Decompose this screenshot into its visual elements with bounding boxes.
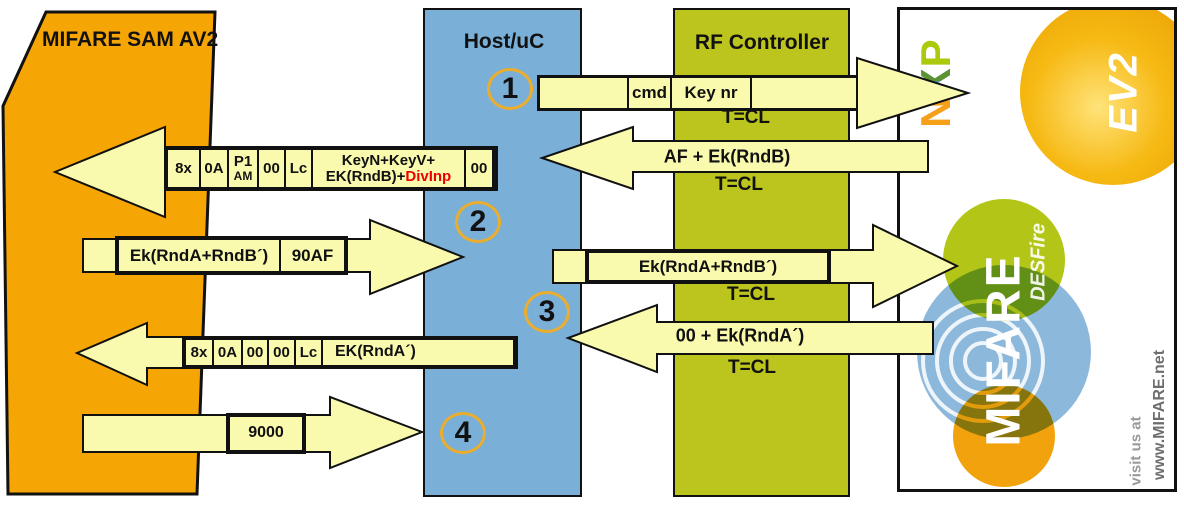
- logo-green-circle: [943, 199, 1065, 321]
- host-title: Host/uC: [463, 30, 545, 53]
- apdu-ins: 0A: [212, 340, 241, 365]
- msg-sam-to-host-ok-frame: 9000: [226, 413, 306, 454]
- frame-cell-cmd: cmd: [627, 76, 672, 110]
- apdu-data: EK(RndA´): [321, 340, 513, 365]
- protocol-label: T=CL: [726, 284, 776, 305]
- msg-host-to-sam-auth-apdu: 8x 0A P1 AM 00 Lc KeyN+KeyV+ EK(RndB)+Di…: [164, 146, 496, 191]
- step-badge-1: 1: [487, 68, 533, 110]
- apdu-le: 00: [464, 150, 492, 187]
- logo-orange-circle: [953, 385, 1055, 487]
- protocol-label: T=CL: [727, 357, 777, 378]
- rf-title: RF Controller: [694, 31, 830, 54]
- nxp-letter-p: P: [912, 38, 959, 68]
- ev2-globe: [1020, 10, 1174, 185]
- msg-rf-to-host-rnda-label: 00 + Ek(RndA´): [675, 325, 805, 346]
- frame-cell-empty: [750, 76, 858, 110]
- step-badge-2: 2: [455, 201, 501, 243]
- frame-cell-keynr: Key nr: [670, 76, 752, 110]
- status-word: 9000: [230, 417, 302, 450]
- apdu-ins: 0A: [199, 150, 227, 187]
- ev2-label: EV2: [1101, 51, 1146, 133]
- msg-rf-to-host-afrndb-label: AF + Ek(RndB): [663, 146, 791, 167]
- msg-host-to-rf-part2-frame: Ek(RndA+RndB´): [585, 249, 831, 284]
- step-badge-3: 3: [524, 291, 570, 333]
- divinp-highlight: DivInp: [405, 167, 452, 185]
- protocol-label: T=CL: [714, 174, 764, 195]
- apdu-p1: 00: [241, 340, 267, 365]
- apdu-p1: P1 AM: [227, 150, 257, 187]
- apdu-data: KeyN+KeyV+ EK(RndB)+DivInp: [311, 150, 464, 187]
- apdu-cla: 8x: [186, 340, 212, 365]
- response-payload: Ek(RndA+RndB´): [119, 240, 279, 271]
- apdu-lc: Lc: [284, 150, 311, 187]
- visit-us-label: visit us at: [1127, 416, 1145, 486]
- response-status: 90AF: [279, 240, 344, 271]
- apdu-p2: 00: [257, 150, 284, 187]
- nxp-letter-n: N: [912, 96, 959, 128]
- msg-host-to-sam-verify-apdu: 8x 0A 00 00 Lc EK(RndA´): [182, 336, 517, 369]
- mifare-url: www.MIFARE.net: [1151, 349, 1168, 481]
- desfire-wordmark: DESFire: [1027, 223, 1050, 301]
- msg-host-to-rf-auth-frame: cmd Key nr: [538, 76, 858, 110]
- mifare-wordmark: MIFARE: [977, 253, 1031, 447]
- apdu-lc: Lc: [294, 340, 321, 365]
- apdu-p2: 00: [267, 340, 294, 365]
- sam-title: MIFARE SAM AV2: [42, 28, 219, 51]
- msg-sam-to-host-rnda-frame: Ek(RndA+RndB´) 90AF: [115, 236, 348, 275]
- apdu-cla: 8x: [168, 150, 199, 187]
- protocol-label: T=CL: [721, 107, 771, 128]
- frame-cell-empty: [538, 76, 629, 110]
- frame-payload: Ek(RndA+RndB´): [589, 253, 827, 280]
- step-badge-4: 4: [440, 412, 486, 454]
